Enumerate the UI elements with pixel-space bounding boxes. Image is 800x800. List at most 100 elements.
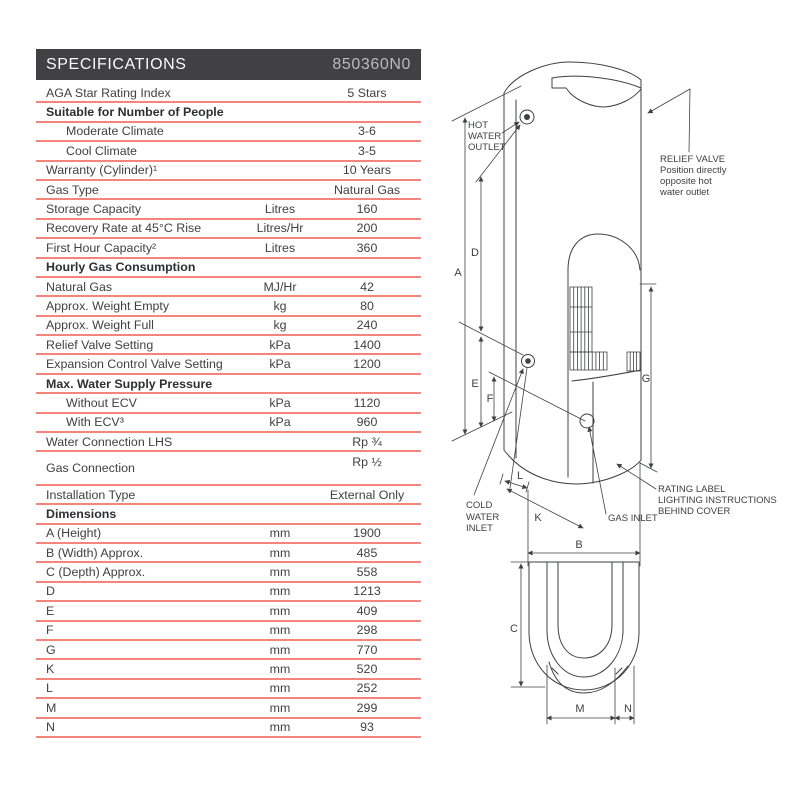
ext-inlet-to-base bbox=[509, 367, 528, 489]
tank-top-dome bbox=[503, 61, 642, 94]
row-value: 5 Stars bbox=[347, 85, 387, 100]
row-value: Rp ½ bbox=[352, 455, 382, 470]
panel-grid bbox=[569, 286, 593, 353]
row-label: E bbox=[46, 603, 55, 618]
row-label: F bbox=[46, 623, 54, 638]
plan-cover-tick-right bbox=[615, 667, 623, 675]
cold-water-inlet-port bbox=[521, 354, 535, 368]
row-label: Installation Type bbox=[46, 487, 136, 502]
row-unit: kPa bbox=[269, 337, 291, 352]
pointer-relief-valve bbox=[647, 88, 691, 114]
row-label: Dimensions bbox=[46, 506, 117, 521]
dim-line-l bbox=[504, 479, 528, 490]
tick-l-left bbox=[499, 473, 504, 485]
row-value: 1213 bbox=[353, 584, 381, 599]
pointer-cold-water-inlet bbox=[473, 368, 524, 496]
row-value: 200 bbox=[356, 221, 378, 236]
row-label: Warranty (Cylinder)¹ bbox=[46, 163, 158, 178]
row-label: Max. Water Supply Pressure bbox=[46, 376, 213, 391]
row-unit: mm bbox=[269, 623, 291, 638]
section-header-row: Suitable for Number of People bbox=[36, 103, 421, 123]
gas-inlet-port bbox=[579, 413, 595, 429]
hot-water-outlet-label: WATER bbox=[468, 131, 501, 142]
row-unit: kPa bbox=[269, 357, 291, 372]
row-value: 1900 bbox=[353, 526, 381, 541]
relief-valve-label: RELIEF VALVE bbox=[660, 154, 725, 165]
cold-water-inlet-label: WATER bbox=[466, 512, 499, 523]
dim-label-k: K bbox=[534, 512, 542, 524]
row-label: First Hour Capacity² bbox=[46, 240, 157, 255]
hot-water-outlet-label: OUTLET bbox=[468, 142, 506, 153]
pointer-hot-water-outlet bbox=[501, 121, 520, 134]
row-value: 252 bbox=[356, 681, 378, 696]
row-value: 409 bbox=[356, 603, 378, 618]
ext-top-left bbox=[451, 85, 522, 122]
table-row: Natural Gas MJ/Hr 42 bbox=[36, 278, 421, 298]
plan-outer-shell bbox=[528, 561, 640, 691]
ext-cold-level bbox=[458, 321, 524, 356]
row-unit: Litres bbox=[264, 202, 296, 217]
dim-label-d: D bbox=[471, 247, 479, 259]
pointer-rating-label bbox=[616, 463, 657, 490]
row-value: 42 bbox=[360, 279, 374, 294]
water-heater-diagram: HOT WATER OUTLET RELIEF VALVE Position d… bbox=[451, 61, 777, 725]
row-label: Storage Capacity bbox=[46, 202, 142, 217]
row-unit: mm bbox=[269, 662, 291, 677]
row-unit: mm bbox=[269, 681, 291, 696]
row-label: C (Depth) Approx. bbox=[46, 565, 146, 580]
row-label: Expansion Control Valve Setting bbox=[46, 357, 223, 372]
pointer-relief-valve-stem bbox=[688, 88, 691, 153]
row-value: 558 bbox=[356, 565, 378, 580]
tank-lid-seam bbox=[551, 75, 642, 89]
tank-bottom-edge bbox=[503, 449, 642, 485]
row-label: Suitable for Number of People bbox=[46, 105, 224, 120]
relief-valve-label: opposite hot bbox=[660, 176, 712, 187]
row-unit: kPa bbox=[269, 415, 291, 430]
dim-label-e: E bbox=[471, 378, 478, 390]
spec-title: SPECIFICATIONS bbox=[46, 55, 187, 73]
row-value: 520 bbox=[356, 662, 378, 677]
row-label: Recovery Rate at 45°C Rise bbox=[46, 221, 202, 236]
row-unit: mm bbox=[269, 700, 291, 715]
plan-middle-shell bbox=[546, 561, 624, 678]
cold-water-inlet-label: COLD bbox=[466, 500, 493, 511]
cold-water-inlet-center bbox=[525, 358, 531, 364]
plan-dimension-lines bbox=[510, 561, 635, 725]
row-value: 298 bbox=[356, 623, 378, 638]
cold-water-inlet-label: INLET bbox=[466, 523, 493, 534]
dim-label-f: F bbox=[487, 393, 494, 405]
table-row: Expansion Control Valve Setting kPa 1200 bbox=[36, 355, 421, 375]
row-label: B (Width) Approx. bbox=[46, 545, 144, 560]
row-unit: MJ/Hr bbox=[263, 279, 297, 294]
dim-line-k bbox=[506, 488, 584, 529]
rating-label-note: LIGHTING INSTRUCTIONS bbox=[658, 495, 777, 506]
row-unit: Litres bbox=[264, 240, 296, 255]
panel-grid bbox=[626, 351, 641, 372]
row-unit: mm bbox=[269, 642, 291, 657]
row-value: 80 bbox=[360, 298, 374, 313]
model-number: 850360N0 bbox=[332, 55, 411, 73]
row-label: Natural Gas bbox=[46, 279, 113, 294]
row-unit: mm bbox=[269, 545, 291, 560]
dim-label-a: A bbox=[454, 267, 462, 279]
row-value: 1200 bbox=[353, 357, 381, 372]
row-label: Hourly Gas Consumption bbox=[46, 260, 196, 275]
row-label: Without ECV bbox=[66, 395, 137, 410]
ext-gas-level bbox=[488, 371, 586, 422]
dim-label-n: N bbox=[624, 703, 632, 715]
